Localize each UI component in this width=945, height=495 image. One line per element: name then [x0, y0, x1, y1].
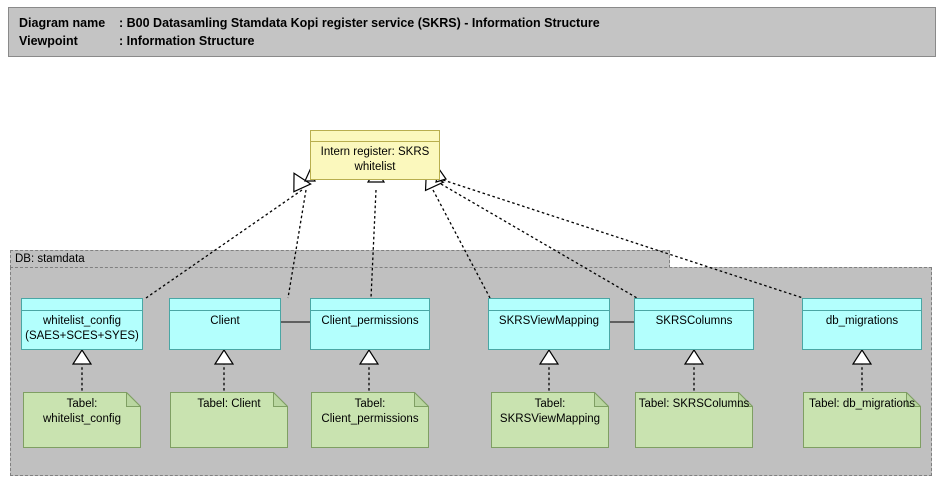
- diagram-name-value: : B00 Datasamling Stamdata Kopi register…: [119, 16, 600, 30]
- viewpoint-line: Viewpoint : Information Structure: [19, 32, 935, 50]
- node-deliverable-tabel-whitelist-config[interactable]: Tabel: whitelist_config: [23, 392, 141, 448]
- node-header-strip: [22, 299, 142, 311]
- node-body: Intern register: SKRS whitelist: [311, 142, 439, 179]
- node-deliverable-tabel-client-permissions[interactable]: Tabel: Client_permissions: [311, 392, 429, 448]
- deliverable-shape: [311, 392, 429, 448]
- node-deliverable-tabel-db-migrations[interactable]: Tabel: db_migrations: [803, 392, 921, 448]
- deliverable-shape: [170, 392, 288, 448]
- grouping-body: [10, 267, 932, 476]
- node-deliverable-tabel-skrscolumns[interactable]: Tabel: SKRSColumns: [635, 392, 753, 448]
- node-label: whitelist_config (SAES+SCES+SYES): [25, 315, 139, 342]
- node-table-client-permissions[interactable]: Client_permissions: [310, 298, 430, 350]
- node-label: Client: [210, 315, 240, 327]
- node-label: SKRSViewMapping: [498, 315, 600, 327]
- deliverable-shape: [803, 392, 921, 448]
- node-body: whitelist_config (SAES+SCES+SYES): [22, 311, 142, 349]
- viewpoint-label: Viewpoint: [19, 34, 78, 48]
- node-label: db_migrations: [825, 315, 899, 327]
- node-table-skrsviewmapping[interactable]: SKRSViewMapping: [488, 298, 610, 350]
- diagram-title-bar: Diagram name : B00 Datasamling Stamdata K…: [8, 7, 936, 57]
- diagram-name-line: Diagram name : B00 Datasamling Stamdata K…: [19, 14, 935, 32]
- node-header-strip: [311, 299, 429, 311]
- node-table-client[interactable]: Client: [169, 298, 281, 350]
- diagram-name-label: Diagram name: [19, 16, 106, 30]
- node-table-whitelist-config[interactable]: whitelist_config (SAES+SCES+SYES): [21, 298, 143, 350]
- node-register-skrs-whitelist[interactable]: Intern register: SKRS whitelist: [310, 130, 440, 180]
- node-header-strip: [311, 131, 439, 142]
- deliverable-shape: [491, 392, 609, 448]
- node-table-skrscolumns[interactable]: SKRSColumns: [634, 298, 754, 350]
- deliverable-shape: [23, 392, 141, 448]
- grouping-db-stamdata[interactable]: [10, 250, 932, 476]
- node-body: SKRSColumns: [635, 311, 753, 349]
- node-body: Client_permissions: [311, 311, 429, 349]
- deliverable-shape: [635, 392, 753, 448]
- node-header-strip: [489, 299, 609, 311]
- grouping-tab: [10, 250, 670, 268]
- node-body: Client: [170, 311, 280, 349]
- realization-arrowhead-left-a: [293, 172, 312, 193]
- node-body: SKRSViewMapping: [489, 311, 609, 349]
- node-header-strip: [635, 299, 753, 311]
- node-label: Intern register: SKRS whitelist: [320, 146, 430, 173]
- node-deliverable-tabel-client[interactable]: Tabel: Client: [170, 392, 288, 448]
- node-header-strip: [803, 299, 921, 311]
- node-label: Client_permissions: [321, 315, 419, 327]
- node-table-db-migrations[interactable]: db_migrations: [802, 298, 922, 350]
- node-deliverable-tabel-skrsviewmapping[interactable]: Tabel: SKRSViewMapping: [491, 392, 609, 448]
- node-body: db_migrations: [803, 311, 921, 349]
- viewpoint-value: : Information Structure: [119, 34, 255, 48]
- node-header-strip: [170, 299, 280, 311]
- grouping-label: DB: stamdata: [15, 253, 85, 265]
- node-label: SKRSColumns: [655, 315, 733, 327]
